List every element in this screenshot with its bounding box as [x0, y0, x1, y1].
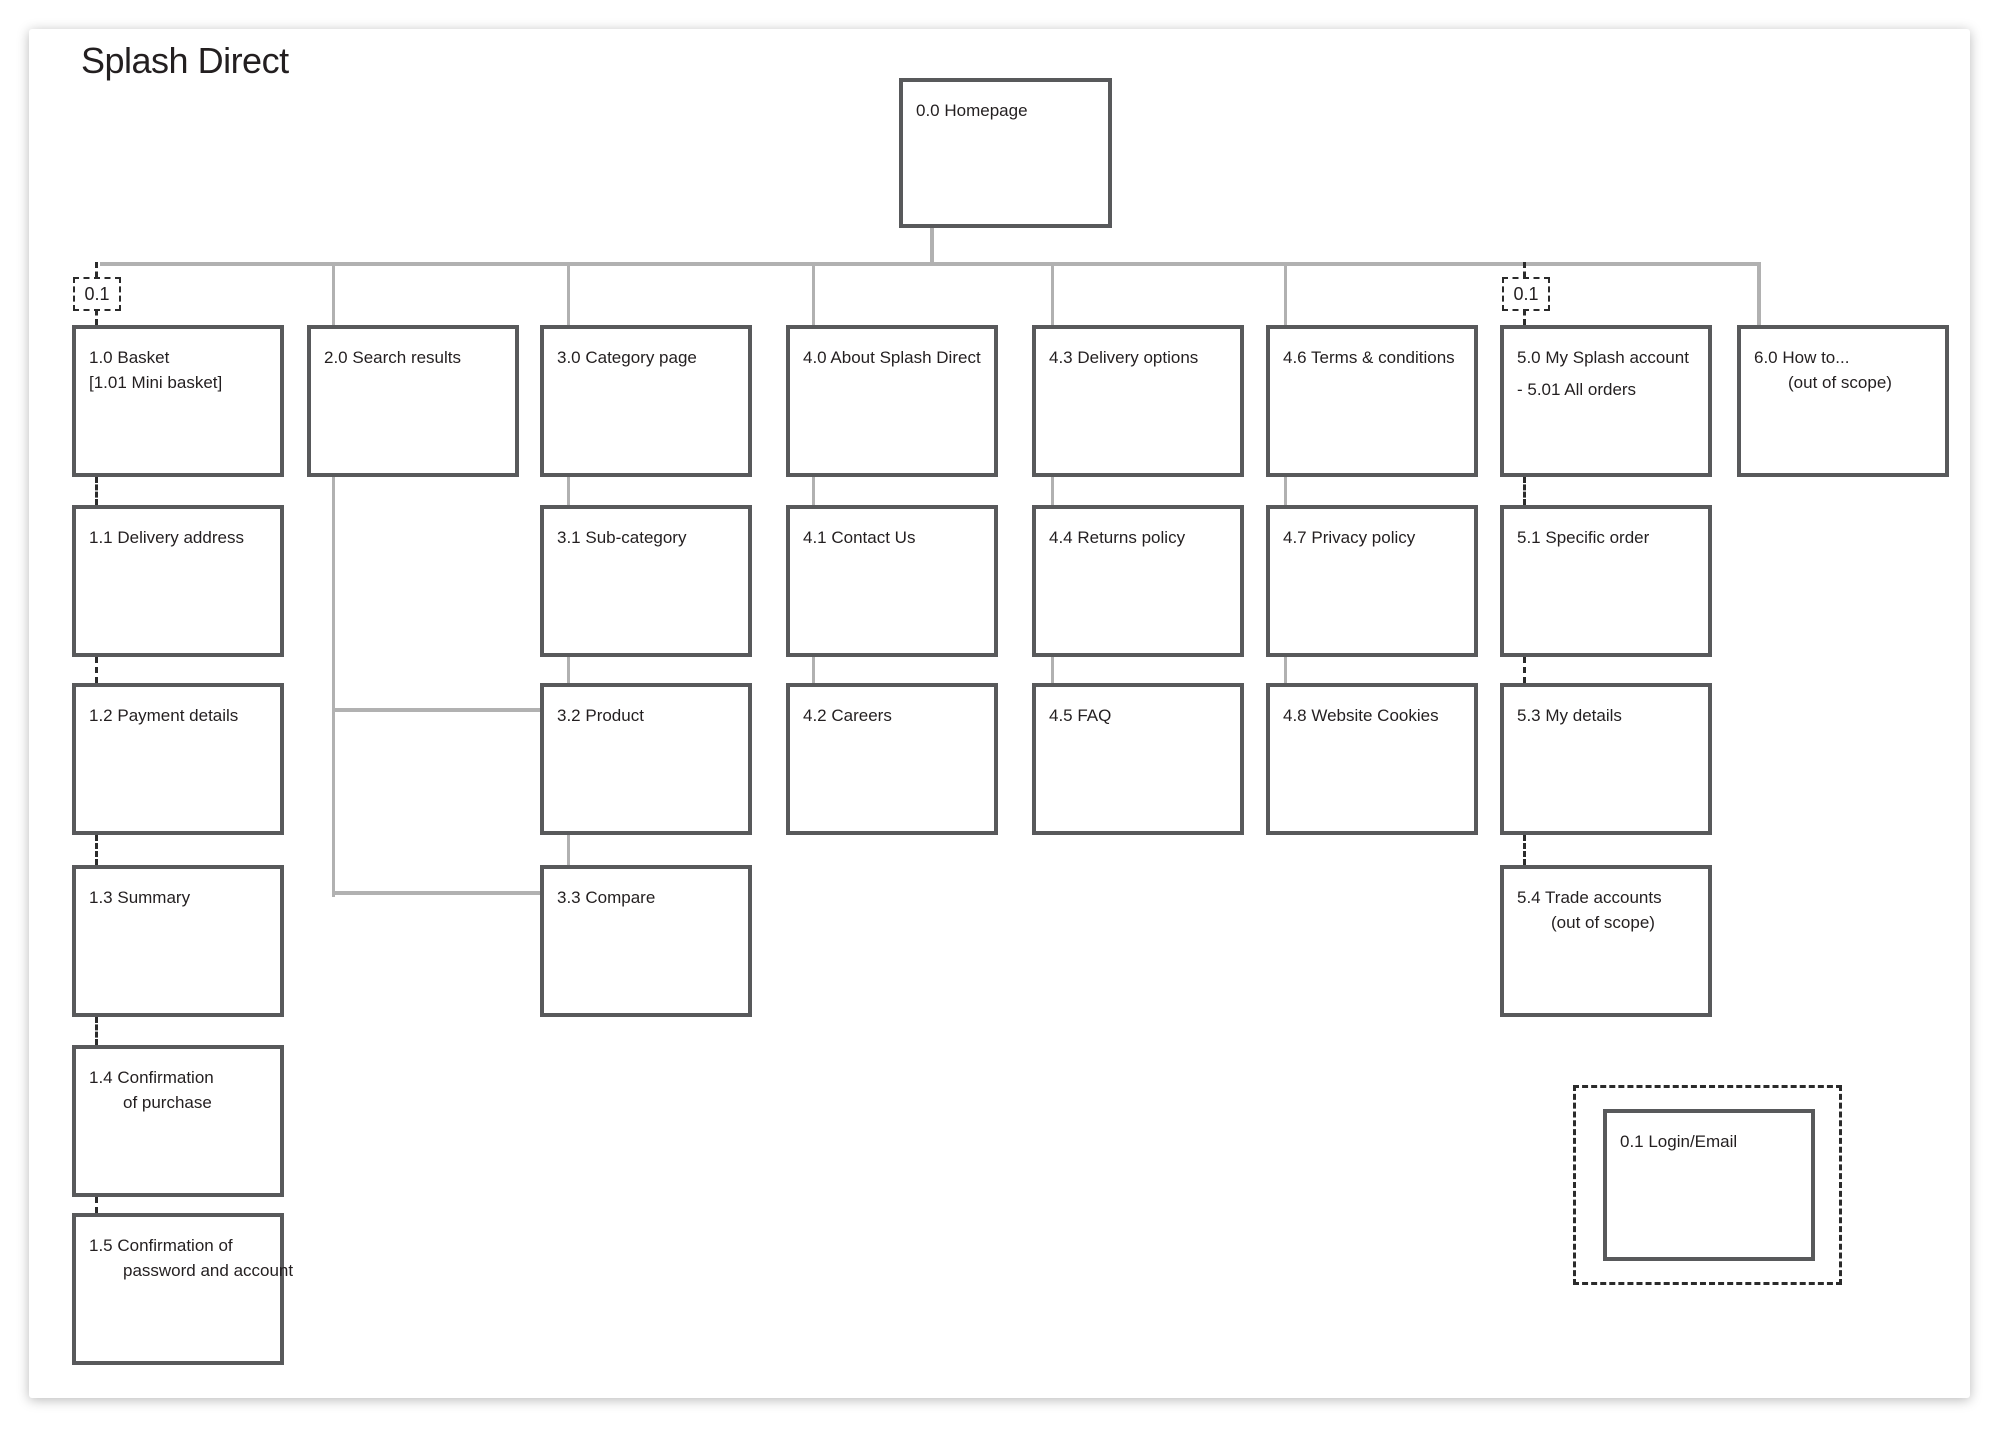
- connector-line: [1757, 262, 1761, 325]
- connector-line: [1284, 477, 1287, 505]
- reference-tag-right: 0.1: [1502, 277, 1550, 311]
- node-my-splash-account: 5.0 My Splash account - 5.01 All orders: [1500, 325, 1712, 477]
- node-label: 3.3 Compare: [557, 888, 656, 907]
- connector-line: [1284, 266, 1287, 325]
- node-label: 5.4 Trade accounts: [1517, 888, 1662, 907]
- node-label: 3.0 Category page: [557, 348, 697, 367]
- node-label: 1.0 Basket: [89, 348, 170, 367]
- dashed-connector-line: [95, 1197, 98, 1213]
- node-returns-policy: 4.4 Returns policy: [1032, 505, 1244, 657]
- node-label: 4.1 Contact Us: [803, 528, 916, 547]
- connector-line: [567, 657, 570, 683]
- node-homepage: 0.0 Homepage: [899, 78, 1112, 228]
- node-label: 1.2 Payment details: [89, 706, 239, 725]
- node-compare: 3.3 Compare: [540, 865, 752, 1017]
- node-specific-order: 5.1 Specific order: [1500, 505, 1712, 657]
- node-faq: 4.5 FAQ: [1032, 683, 1244, 835]
- node-trade-accounts: 5.4 Trade accounts (out of scope): [1500, 865, 1712, 1017]
- dashed-connector-line: [1523, 477, 1526, 505]
- node-label: 4.2 Careers: [803, 706, 892, 725]
- connector-line: [812, 266, 815, 325]
- connector-line: [1284, 657, 1287, 683]
- node-label: 1.4 Confirmation: [89, 1068, 214, 1087]
- node-label: 4.0 About Splash Direct: [803, 348, 981, 367]
- connector-line: [332, 891, 540, 895]
- page-title: Splash Direct: [81, 40, 289, 81]
- node-privacy-policy: 4.7 Privacy policy: [1266, 505, 1478, 657]
- node-category-page: 3.0 Category page: [540, 325, 752, 477]
- node-sub-category: 3.1 Sub-category: [540, 505, 752, 657]
- connector-line: [567, 835, 570, 865]
- node-label: 0.1 Login/Email: [1620, 1132, 1738, 1151]
- connector-line: [812, 657, 815, 683]
- reference-tag-label: 0.1: [1513, 283, 1539, 304]
- connector-line: [1051, 657, 1054, 683]
- dashed-connector-line: [1523, 657, 1526, 683]
- node-delivery-options: 4.3 Delivery options: [1032, 325, 1244, 477]
- node-label: (out of scope): [1551, 913, 1655, 932]
- node-terms-conditions: 4.6 Terms & conditions: [1266, 325, 1478, 477]
- node-label: 4.8 Website Cookies: [1283, 706, 1439, 725]
- node-summary: 1.3 Summary: [72, 865, 284, 1017]
- node-label: 4.6 Terms & conditions: [1283, 348, 1455, 367]
- node-my-details: 5.3 My details: [1500, 683, 1712, 835]
- node-about: 4.0 About Splash Direct: [786, 325, 998, 477]
- node-label: 5.0 My Splash account: [1517, 348, 1689, 367]
- connector-line: [1051, 477, 1054, 505]
- dashed-connector-line: [95, 1017, 98, 1045]
- node-label: of purchase: [123, 1093, 212, 1112]
- node-label: 6.0 How to...: [1754, 348, 1850, 367]
- node-confirmation-of-purchase: 1.4 Confirmation of purchase: [72, 1045, 284, 1197]
- connector-line: [332, 477, 335, 897]
- node-label: password and account: [123, 1261, 294, 1280]
- connector-line: [930, 228, 934, 266]
- node-label: 1.3 Summary: [89, 888, 191, 907]
- node-website-cookies: 4.8 Website Cookies: [1266, 683, 1478, 835]
- node-label: 5.1 Specific order: [1517, 528, 1650, 547]
- node-careers: 4.2 Careers: [786, 683, 998, 835]
- dashed-connector-line: [1523, 835, 1526, 865]
- node-label: 4.4 Returns policy: [1049, 528, 1186, 547]
- node-label: 3.2 Product: [557, 706, 644, 725]
- dashed-connector-line: [95, 835, 98, 865]
- node-label: 5.3 My details: [1517, 706, 1622, 725]
- connector-line: [1051, 266, 1054, 325]
- connector-line: [567, 266, 570, 325]
- node-label: 4.3 Delivery options: [1049, 348, 1199, 367]
- node-label: 1.5 Confirmation of: [89, 1236, 233, 1255]
- node-product: 3.2 Product: [540, 683, 752, 835]
- connector-line: [567, 477, 570, 505]
- node-label: 4.5 FAQ: [1049, 706, 1112, 725]
- node-label: 0.0 Homepage: [916, 101, 1028, 120]
- node-label: (out of scope): [1788, 373, 1892, 392]
- node-label: 4.7 Privacy policy: [1283, 528, 1416, 547]
- reference-tag-label: 0.1: [84, 283, 110, 304]
- node-payment-details: 1.2 Payment details: [72, 683, 284, 835]
- node-label: - 5.01 All orders: [1517, 380, 1637, 399]
- node-confirmation-of-password: 1.5 Confirmation of password and account: [72, 1213, 294, 1365]
- node-how-to: 6.0 How to... (out of scope): [1737, 325, 1949, 477]
- connector-line: [812, 477, 815, 505]
- node-contact-us: 4.1 Contact Us: [786, 505, 998, 657]
- node-login-email: 0.1 Login/Email: [1603, 1109, 1815, 1261]
- connector-line: [332, 708, 540, 712]
- node-label: [1.01 Mini basket]: [89, 373, 223, 392]
- node-delivery-address: 1.1 Delivery address: [72, 505, 284, 657]
- dashed-connector-line: [95, 657, 98, 683]
- node-label: 2.0 Search results: [324, 348, 462, 367]
- node-label: 3.1 Sub-category: [557, 528, 687, 547]
- dashed-connector-line: [95, 477, 98, 505]
- node-search-results: 2.0 Search results: [307, 325, 519, 477]
- node-basket: 1.0 Basket [1.01 Mini basket]: [72, 325, 284, 477]
- node-label: 1.1 Delivery address: [89, 528, 244, 547]
- connector-line: [332, 266, 335, 325]
- reference-tag-left: 0.1: [73, 277, 121, 311]
